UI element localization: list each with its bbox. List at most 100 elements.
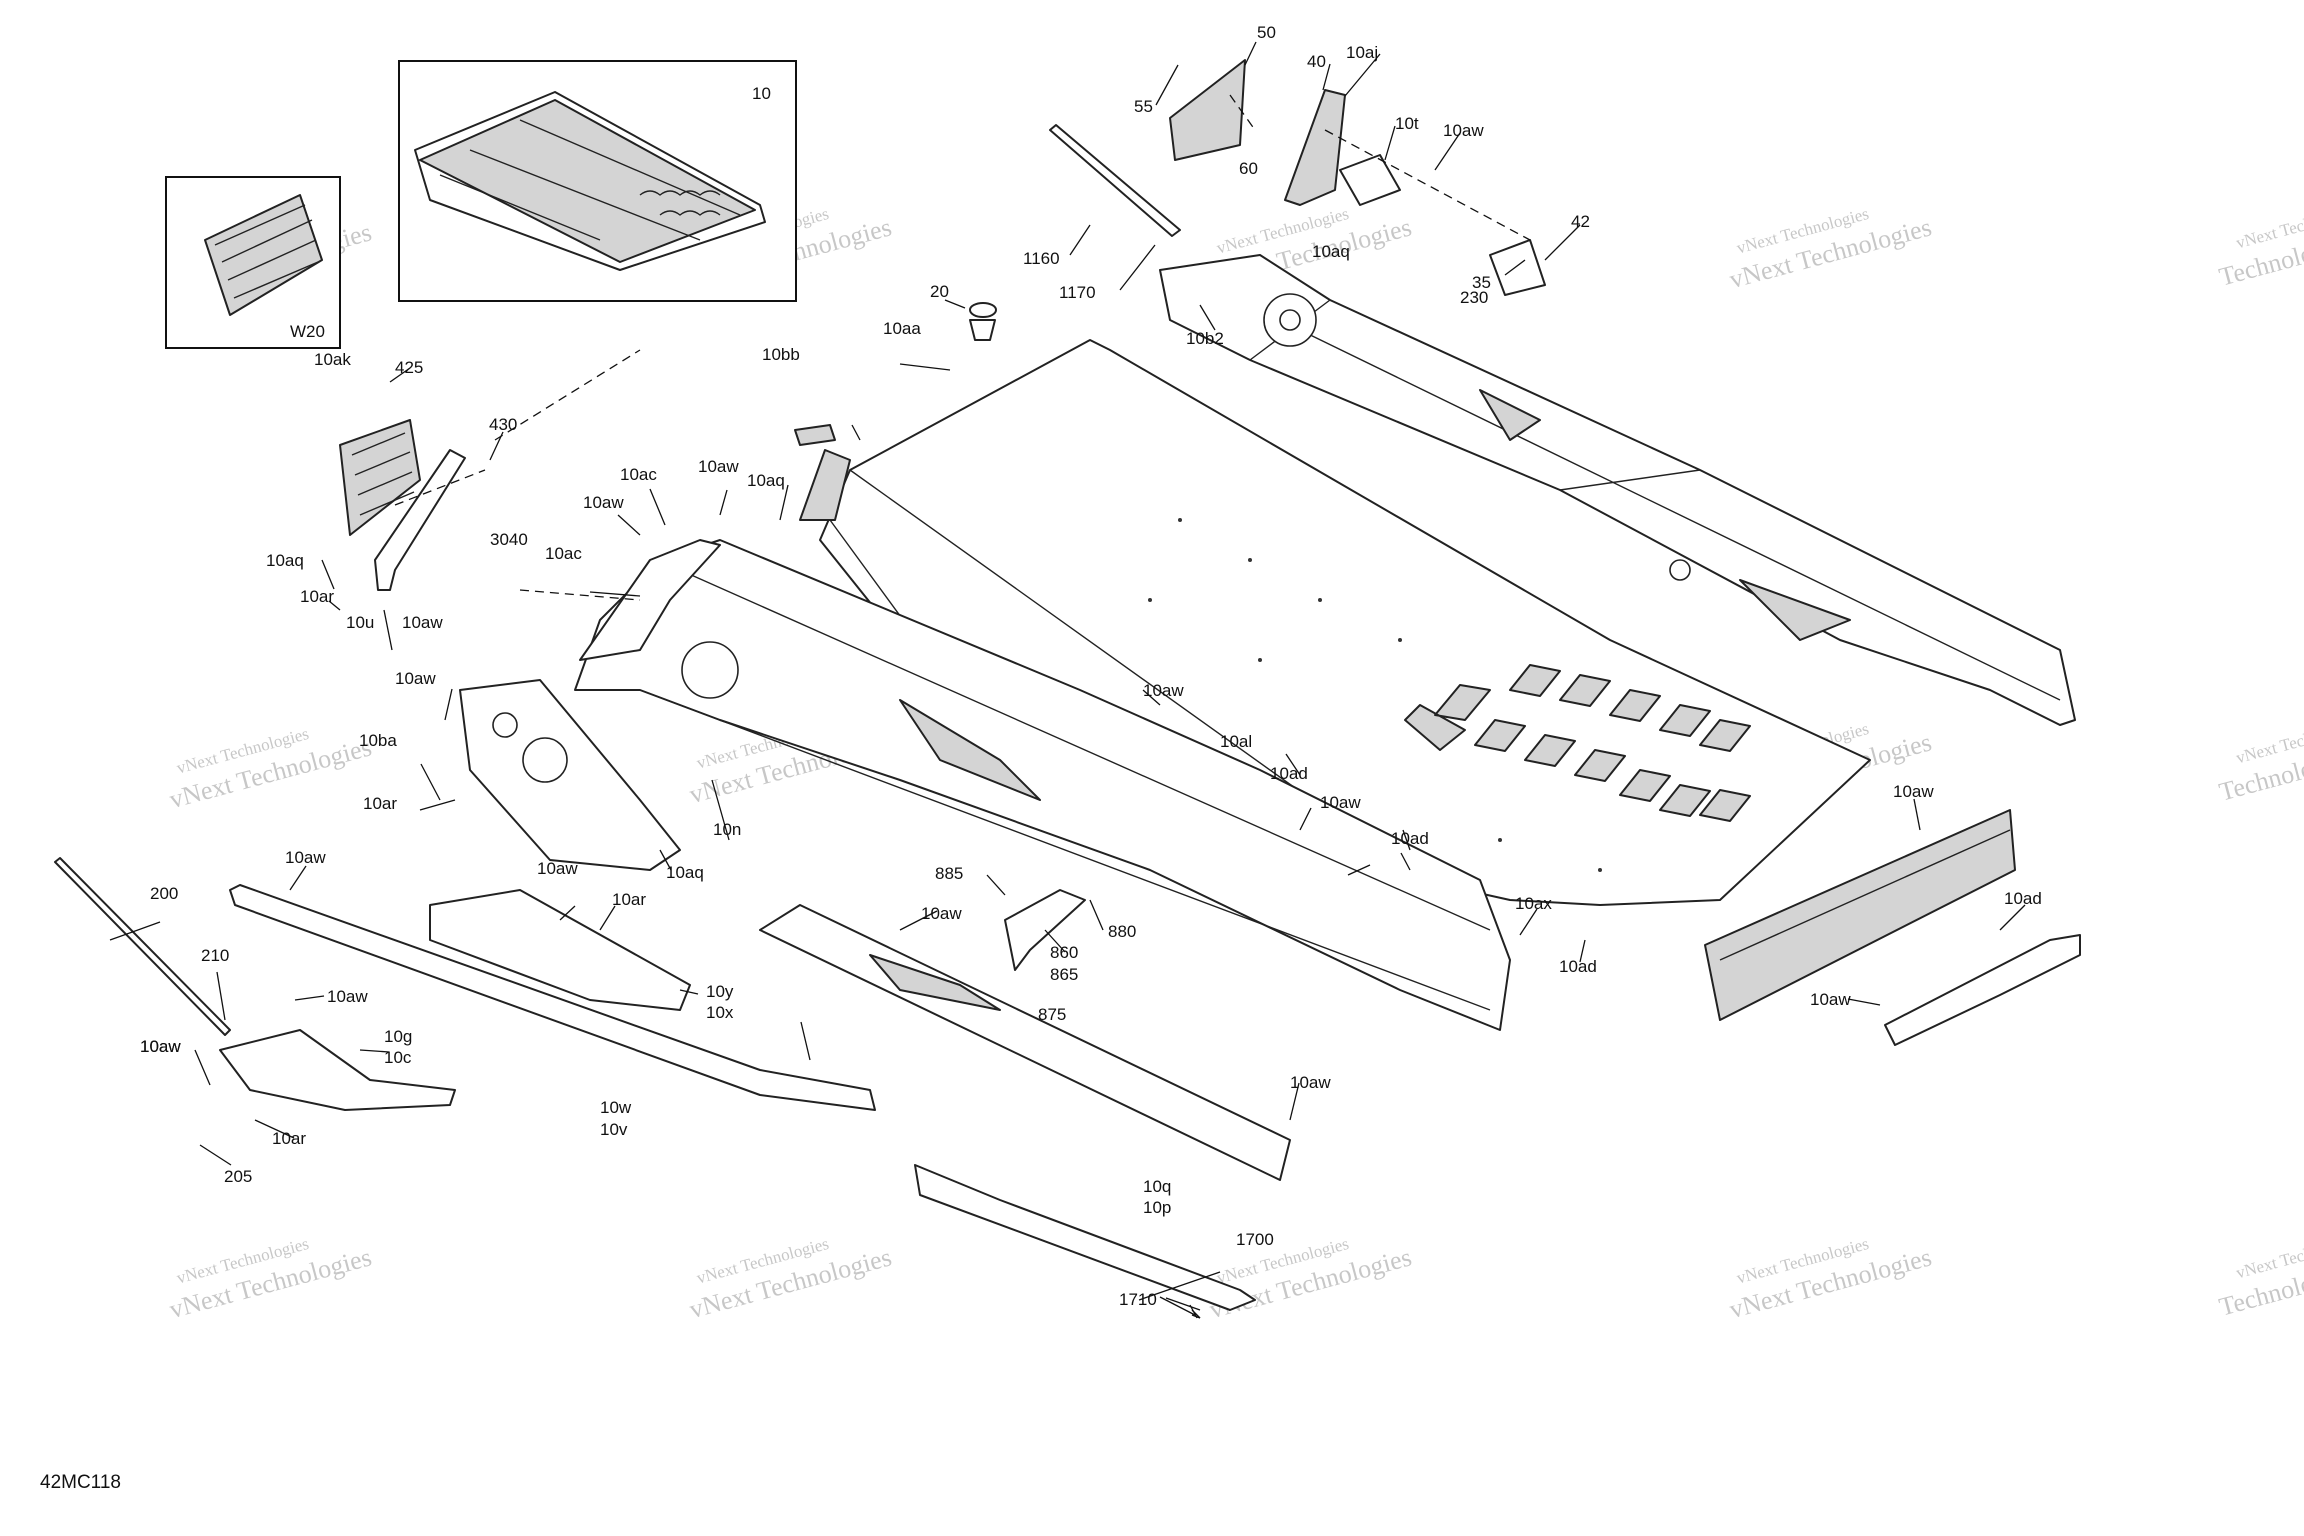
cross-member-10ac <box>579 539 721 661</box>
callout-label: 10aw <box>402 613 443 632</box>
callout-label: 10x <box>706 1003 734 1022</box>
callout-label: 1700 <box>1236 1230 1274 1249</box>
callout-label: 10aw <box>140 1037 181 1056</box>
watermark: vNext Technologies vNext Technologies <box>1726 1234 1934 1324</box>
inset-w20-thumbnail <box>204 194 323 316</box>
callout-label: 10g <box>384 1027 412 1046</box>
callout-label: 10bb <box>762 345 800 364</box>
bracket-10ak <box>339 419 421 536</box>
callout-label: 205 <box>224 1167 252 1186</box>
callout-label: 10u <box>346 613 374 632</box>
callout-labels: 10 W20 50 55 60 40 10aj 10t 10aw 10aq 11… <box>140 23 2042 1309</box>
watermark: vNext Technologies Technologies <box>2216 714 2304 807</box>
shield-50 <box>1169 59 1246 161</box>
callout-label: 10aj <box>1346 43 1378 62</box>
inset-frame-thumbnail <box>414 91 766 271</box>
left-side-plate <box>459 679 681 871</box>
callout-label: 10aw <box>1443 121 1484 140</box>
callout-label: 860 <box>1050 943 1078 962</box>
callout-label: 10b2 <box>1186 329 1224 348</box>
callout-label: 50 <box>1257 23 1276 42</box>
callout-label: 10aw <box>140 1037 181 1056</box>
plate-10aq-upper <box>799 449 851 521</box>
callout-label: 10ar <box>612 890 646 909</box>
assembly-lines <box>394 94 1531 601</box>
callout-label: 10w <box>600 1098 632 1117</box>
callout-label: 10aq <box>266 551 304 570</box>
callout-label: 10ad <box>1559 957 1597 976</box>
callout-label: 40 <box>1307 52 1326 71</box>
callout-label: W20 <box>290 322 325 341</box>
callout-label: 10aw <box>1810 990 1851 1009</box>
bumper-bracket-10g <box>219 1029 456 1111</box>
callout-label: 200 <box>150 884 178 903</box>
callout-label: 10ar <box>363 794 397 813</box>
bracket-35 <box>1489 239 1546 296</box>
plate-10bb <box>794 424 836 446</box>
callout-label: 10ad <box>1270 764 1308 783</box>
callout-label: 55 <box>1134 97 1153 116</box>
callout-label: 230 <box>1460 288 1488 307</box>
callout-label: 210 <box>201 946 229 965</box>
rear-bracket-10ad <box>1884 934 2081 1046</box>
callout-label: 10aw <box>1893 782 1934 801</box>
running-board-10q <box>759 904 1291 1181</box>
callout-label: 1710 <box>1119 1290 1157 1309</box>
callout-label: 10aw <box>1290 1073 1331 1092</box>
callout-label: 875 <box>1038 1005 1066 1024</box>
callout-label: 1160 <box>1023 249 1060 268</box>
callout-label: 10aw <box>537 859 578 878</box>
watermark: vNext Technologies vNext Technologies <box>686 1234 894 1324</box>
callout-label: 10n <box>713 820 741 839</box>
callout-label: 10aw <box>698 457 739 476</box>
watermark: vNext Technologies vNext Technologies <box>166 1234 374 1324</box>
leader-lines <box>109 41 2026 1319</box>
callout-label: 10al <box>1220 732 1252 751</box>
callout-label: 20 <box>930 282 949 301</box>
callout-label: 10aa <box>883 319 921 338</box>
diagram-code: 42MC118 <box>40 1472 121 1493</box>
right-side-rail <box>1159 254 2076 726</box>
callout-label: 10y <box>706 982 734 1001</box>
watermark: vNext Technologies vNext Technologies <box>1726 204 1934 294</box>
bumper-bar-10w <box>229 884 876 1111</box>
callout-label: 10aq <box>666 863 704 882</box>
watermark: vNext Technologies Technologies <box>2216 1229 2304 1322</box>
callout-label: 865 <box>1050 965 1078 984</box>
callout-label: 10ac <box>545 544 582 563</box>
callout-label: 10ac <box>620 465 657 484</box>
bracket-10t <box>1339 154 1401 206</box>
callout-label: 10aw <box>285 848 326 867</box>
callout-label: 10 <box>752 84 771 103</box>
left-side-rail <box>574 539 1511 1031</box>
cup-20 <box>969 302 997 341</box>
callout-label: 10ad <box>1391 829 1429 848</box>
callout-label: 60 <box>1239 159 1258 178</box>
bumper-mount-10y <box>429 889 691 1011</box>
callout-label: 10aq <box>747 471 785 490</box>
callout-label: 1170 <box>1059 283 1096 302</box>
bumper-rod-200 <box>54 857 231 1036</box>
callout-label: 885 <box>935 864 963 883</box>
callout-label: 10c <box>384 1048 412 1067</box>
callout-label: 10aw <box>583 493 624 512</box>
callout-label: 10ar <box>300 587 334 606</box>
callout-label: 10ad <box>2004 889 2042 908</box>
callout-label: 10q <box>1143 1177 1171 1196</box>
callout-label: 3040 <box>490 530 528 549</box>
callout-label: 10aw <box>1320 793 1361 812</box>
callout-label: 10t <box>1395 114 1419 133</box>
front-cross-member-right <box>1704 809 2016 1021</box>
callout-label: 10aw <box>395 669 436 688</box>
running-board-10n <box>914 1164 1256 1311</box>
watermark: vNext Technologies vNext Technologies <box>166 724 374 814</box>
rod-1170 <box>1049 124 1181 237</box>
callout-label: 430 <box>489 415 517 434</box>
bracket-10u <box>374 449 466 591</box>
callout-label: 10aw <box>327 987 368 1006</box>
callout-label: 10ar <box>272 1129 306 1148</box>
callout-label: 425 <box>395 358 423 377</box>
callout-label: 880 <box>1108 922 1136 941</box>
callout-label: 10aw <box>1143 681 1184 700</box>
